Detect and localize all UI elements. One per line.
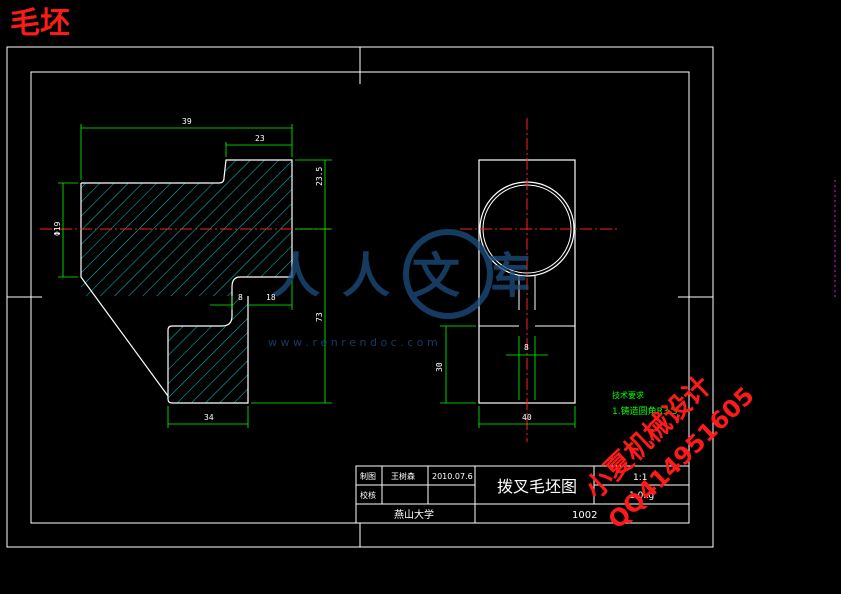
right-dimensions bbox=[440, 325, 576, 428]
dim-right-upper: 23.5 bbox=[315, 167, 324, 186]
tb-drawn-date: 2010.07.6 bbox=[432, 472, 473, 481]
watermark-site-url: w w w . r e n r e n d o c . c o m bbox=[268, 336, 438, 349]
tb-weight: 1.0kg bbox=[629, 491, 654, 501]
slot-lines bbox=[479, 276, 575, 327]
tb-checked-label: 校核 bbox=[360, 490, 376, 500]
promo-watermark: 小夏机械设计 QQ414951605 bbox=[579, 370, 759, 534]
lower-section-hatched bbox=[168, 296, 248, 403]
dim-right-bottom: 40 bbox=[522, 413, 532, 422]
tb-scale: 1:1 bbox=[633, 473, 647, 483]
dim-mid-gap: 8 bbox=[238, 293, 243, 302]
watermark-site-name: 人人文库 bbox=[272, 248, 552, 304]
dim-slot: 8 bbox=[524, 343, 529, 352]
tb-drawing-title: 拨叉毛坯图 bbox=[497, 477, 577, 496]
upper-section-hatched bbox=[81, 160, 292, 296]
page-title: 毛坯 bbox=[10, 6, 70, 41]
tb-drawn-name: 王树森 bbox=[391, 471, 415, 481]
dim-bottom: 34 bbox=[204, 413, 214, 422]
tb-drawn-label: 制图 bbox=[360, 471, 376, 481]
tb-drawing-no: 1002 bbox=[572, 510, 597, 521]
dim-right-height: 30 bbox=[435, 362, 444, 372]
dim-top-overall: 39 bbox=[182, 117, 192, 126]
left-view: 39 23 23.5 Φ19 8 18 73 34 bbox=[40, 117, 332, 428]
right-view: 8 30 40 技术要求 1.铸造圆角R3-5 bbox=[435, 118, 678, 442]
left-dimensions bbox=[58, 124, 332, 428]
dim-mid-width: 18 bbox=[266, 293, 276, 302]
watermark-logo-icon bbox=[403, 229, 493, 319]
part-outline-left bbox=[80, 183, 169, 397]
centering-marks bbox=[7, 47, 713, 547]
technical-note-heading: 技术要求 bbox=[612, 390, 644, 400]
technical-note-text: 1.铸造圆角R3-5 bbox=[612, 405, 678, 417]
dim-right-lower: 73 bbox=[315, 312, 324, 322]
dim-left-height: Φ19 bbox=[53, 221, 62, 236]
part-outline bbox=[81, 159, 293, 404]
dim-top-step: 23 bbox=[255, 134, 265, 143]
tb-school: 燕山大学 bbox=[394, 508, 434, 521]
title-block: 制图 王树森 2010.07.6 校核 拨叉毛坯图 1:1 1.0kg 燕山大学… bbox=[355, 465, 690, 524]
site-watermark: 人人文库 w w w . r e n r e n d o c . c o m bbox=[268, 229, 552, 349]
